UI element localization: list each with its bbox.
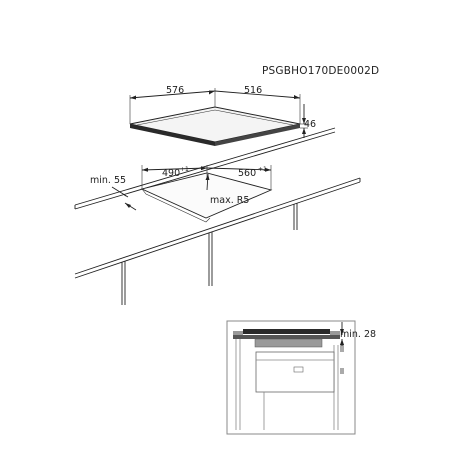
label-hob-width: 576 (166, 85, 184, 96)
hob-side-edge (215, 124, 300, 146)
label-hob-depth: 516 (244, 85, 262, 96)
dim-hob-height: 46 (300, 104, 316, 138)
label-cutout-width: 490 (162, 168, 180, 179)
hob-front-edge (130, 124, 215, 146)
hob-inner-line (136, 109, 294, 126)
dim-min-front: min. 55 (90, 175, 137, 211)
dim-hob-depth: 516 (214, 85, 301, 124)
dim-max-radius: max. R5 (205, 173, 249, 206)
drawing-code: PSGBHO170DE0002D (262, 65, 379, 77)
label-cutout-depth: 560 (238, 168, 256, 179)
hob-top-surface (129, 106, 301, 143)
label-hob-height: 46 (304, 119, 316, 130)
detail-inset: min. 28 (226, 320, 376, 435)
dim-hob-width: 576 (129, 85, 216, 124)
inset-hob-body (254, 338, 323, 348)
label-cutout-depth-tol: +1 (258, 166, 267, 173)
dim-cutout-depth: 560 +1 (206, 165, 272, 190)
dim-cutout-width: 490 +1 (141, 165, 208, 189)
hob-unit (129, 106, 301, 146)
worktop (74, 127, 361, 305)
label-max-radius: max. R5 (210, 195, 249, 206)
label-min-front: min. 55 (90, 175, 126, 186)
label-cutout-width-tol: +1 (180, 166, 189, 173)
label-min-gap: min. 28 (340, 329, 376, 340)
inset-hob-glass (243, 329, 330, 334)
